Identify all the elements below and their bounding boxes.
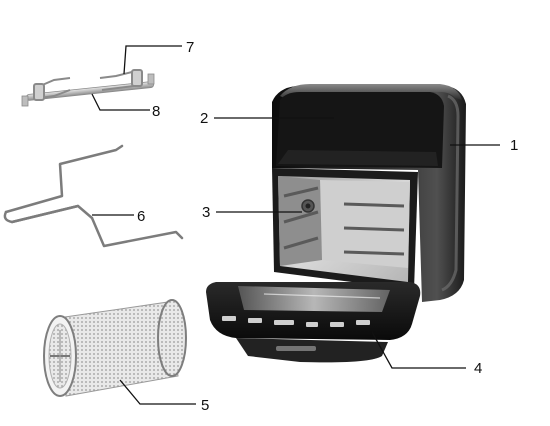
leader-8 [91, 93, 150, 111]
leader-4 [371, 331, 466, 369]
callout-8: 8 [152, 103, 160, 120]
callout-6: 6 [137, 208, 145, 225]
rotisserie-basket [43, 299, 187, 397]
callout-numbers: 1 2 3 4 5 6 7 8 [137, 39, 518, 414]
leader-7 [123, 45, 182, 75]
basket-right-end [157, 299, 187, 377]
rotisserie-rod [21, 69, 155, 107]
leader-5 [119, 379, 196, 405]
callout-1: 1 [510, 137, 518, 154]
rack-handle-tool [3, 144, 184, 248]
rack-rails [283, 186, 405, 256]
callout-5: 5 [201, 397, 209, 414]
air-fryer-unit [206, 84, 466, 363]
callout-2: 2 [200, 110, 208, 127]
leader-lines [91, 45, 500, 405]
rotisserie-fork-left [33, 77, 71, 101]
rotisserie-fork-right [99, 69, 143, 91]
callout-3: 3 [202, 204, 210, 221]
callout-7: 7 [186, 39, 194, 56]
door-window [238, 286, 390, 312]
door-vents [222, 316, 370, 327]
control-panel [276, 92, 444, 168]
callout-4: 4 [474, 360, 482, 377]
